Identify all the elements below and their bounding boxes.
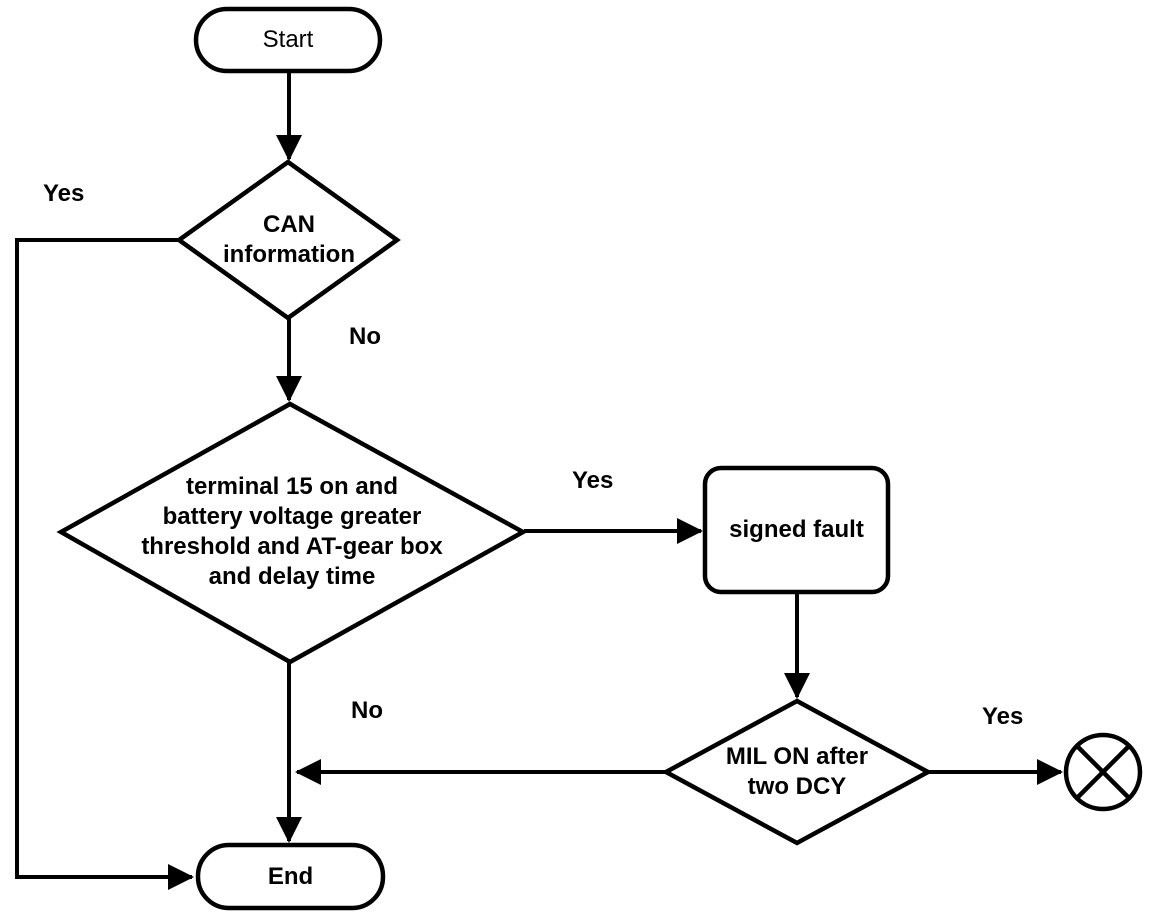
- can-information-decision-shape: [175, 159, 401, 321]
- edge-can-yes-to-end: [15, 238, 194, 890]
- condition-decision-shape: [56, 401, 528, 665]
- signed-fault-process-shape: [702, 465, 891, 595]
- mil-on-decision-shape: [661, 698, 933, 846]
- edge-group: [15, 71, 1063, 890]
- start-node-shape: [193, 6, 383, 74]
- end-node-shape: [195, 842, 386, 911]
- node-group: [56, 6, 1143, 911]
- connector-cross-line-2: [1075, 744, 1131, 800]
